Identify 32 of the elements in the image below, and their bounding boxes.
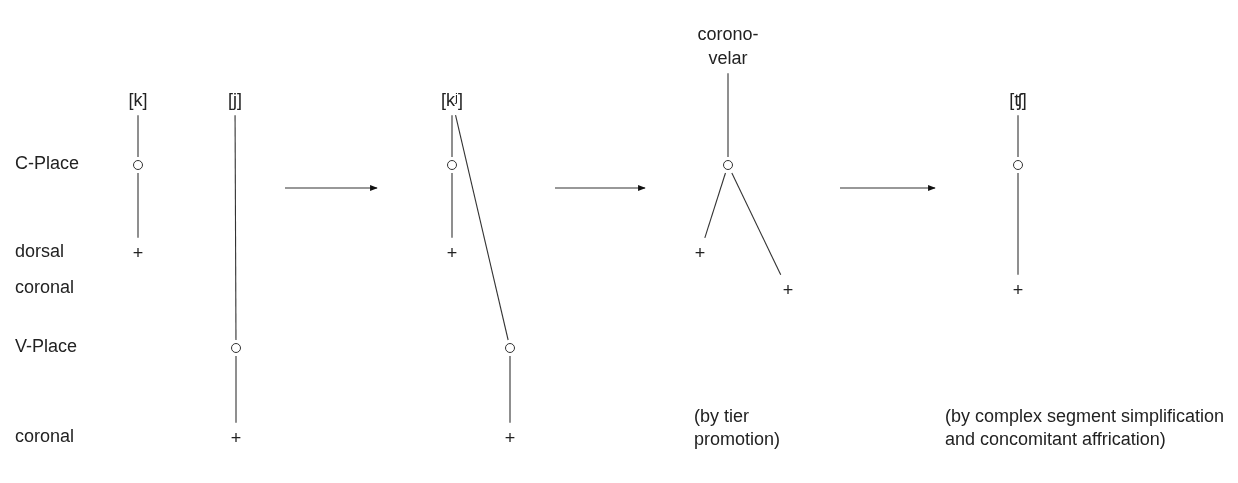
segment-label: [j] xyxy=(228,87,242,113)
segment-label: [kʲ] xyxy=(441,87,463,113)
feature-value: + xyxy=(132,240,144,266)
tier-label: coronal xyxy=(15,276,75,299)
association-line xyxy=(137,114,139,158)
feature-value: + xyxy=(446,240,458,266)
association-line xyxy=(727,72,729,158)
association-line xyxy=(451,114,453,158)
association-line xyxy=(1017,172,1019,276)
association-line xyxy=(509,355,511,424)
tier-label: coronal xyxy=(15,425,75,448)
association-line xyxy=(235,355,237,424)
feature-value: + xyxy=(1012,277,1024,303)
feature-value: + xyxy=(504,425,516,451)
tier-label: C-Place xyxy=(15,152,80,175)
association-line xyxy=(1017,114,1019,158)
association-line xyxy=(234,114,237,341)
association-line xyxy=(455,114,509,341)
feature-value: + xyxy=(782,277,794,303)
segment-label: [ʧ] xyxy=(1009,87,1027,113)
segment-label: [k] xyxy=(128,87,148,113)
tier-label: V-Place xyxy=(15,335,78,358)
feature-value: + xyxy=(694,240,706,266)
segment-label: corono- velar xyxy=(693,21,763,71)
note-text: (by tier promotion) xyxy=(694,405,782,452)
note-text: (by complex segment simplification and concomitant affrication) xyxy=(945,405,1226,452)
association-line xyxy=(704,172,726,239)
tier-label: dorsal xyxy=(15,240,65,263)
association-line xyxy=(731,172,782,276)
association-line xyxy=(451,172,453,239)
association-line xyxy=(137,172,139,239)
feature-value: + xyxy=(230,425,242,451)
